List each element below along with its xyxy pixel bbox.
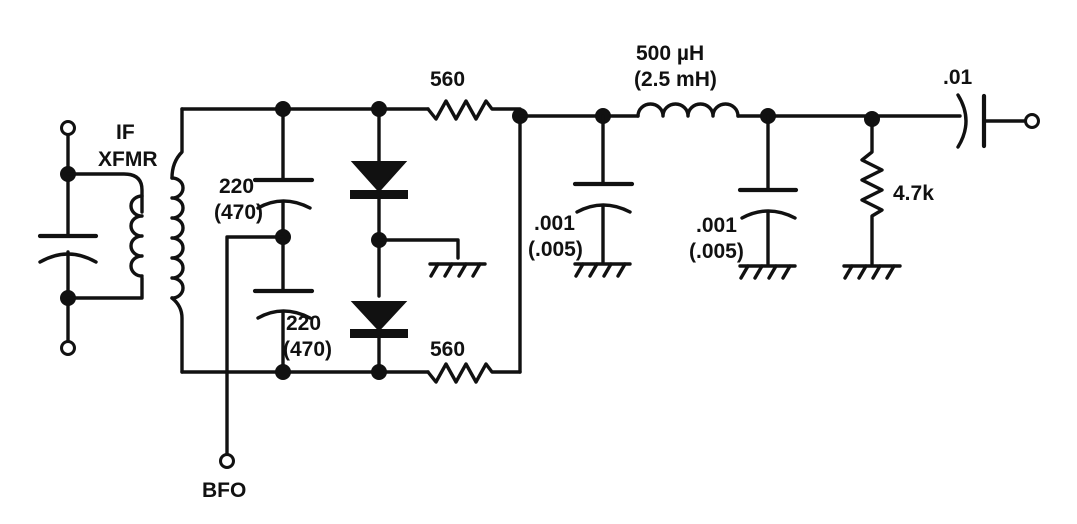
c4-value-label: .001	[696, 214, 737, 237]
tank-capacitor	[37, 233, 99, 264]
ground-symbol-diode	[428, 262, 487, 278]
c2-alt-label: (470)	[283, 338, 332, 361]
wire-to-primary-bottom	[66, 276, 144, 300]
resistor-top-560: 560	[426, 68, 522, 121]
secondary-lead-bottom	[170, 296, 184, 374]
diode-center-ground-wire	[377, 238, 460, 260]
inductor-value-label: 500 µH	[636, 42, 704, 65]
r-load-label: 4.7k	[893, 182, 934, 205]
c1-value-label: 220	[219, 175, 254, 198]
resistor-bottom-560: 560	[426, 338, 522, 384]
node-c2-bottom	[275, 364, 291, 380]
if-xfmr-label-line2: XFMR	[98, 148, 158, 171]
c1-alt-label: (470)	[214, 201, 263, 224]
diode-upper-body	[350, 161, 408, 193]
diode-lower-body	[350, 301, 408, 332]
c4-alt-label: (.005)	[689, 240, 744, 263]
node-diode-top	[371, 101, 387, 117]
diode-stack	[350, 101, 487, 380]
if-transformer: IF XFMR	[98, 107, 185, 374]
filter-capacitor-2: .001 (.005)	[689, 108, 799, 280]
node-diode-bottom	[371, 364, 387, 380]
input-terminal-bottom[interactable]	[60, 340, 76, 356]
c-out-label: .01	[943, 66, 973, 89]
filter-capacitor-1: .001 (.005)	[528, 108, 635, 278]
transformer-secondary-winding	[170, 176, 185, 300]
bfo-wire	[225, 235, 285, 456]
r-top-label: 560	[430, 68, 465, 91]
node-c1-top	[275, 101, 291, 117]
bfo-terminal[interactable]	[219, 453, 235, 469]
output-coupling-capacitor: .01	[943, 66, 1040, 149]
c-out-plate-curved	[956, 93, 968, 149]
filter-inductor: 500 µH (2.5 mH)	[634, 42, 740, 118]
c3-alt-label: (.005)	[528, 238, 583, 261]
inductor-alt-label: (2.5 mH)	[634, 68, 717, 91]
c2-value-label: 220	[286, 312, 321, 335]
capacitor-divider: 220 (470) 220 (470) BFO	[202, 101, 332, 502]
c3-value-label: .001	[534, 212, 575, 235]
input-terminal-top[interactable]	[60, 120, 76, 136]
transformer-primary-winding	[129, 194, 144, 278]
bfo-label: BFO	[202, 479, 246, 502]
if-xfmr-label-line1: IF	[116, 121, 135, 144]
input-tank-circuit	[37, 120, 144, 356]
load-resistor-4k7: 4.7k	[842, 111, 934, 280]
wire-to-primary-top	[66, 172, 144, 214]
secondary-lead-top	[170, 107, 184, 180]
r-bottom-label: 560	[430, 338, 465, 361]
output-terminal[interactable]	[1024, 113, 1040, 129]
